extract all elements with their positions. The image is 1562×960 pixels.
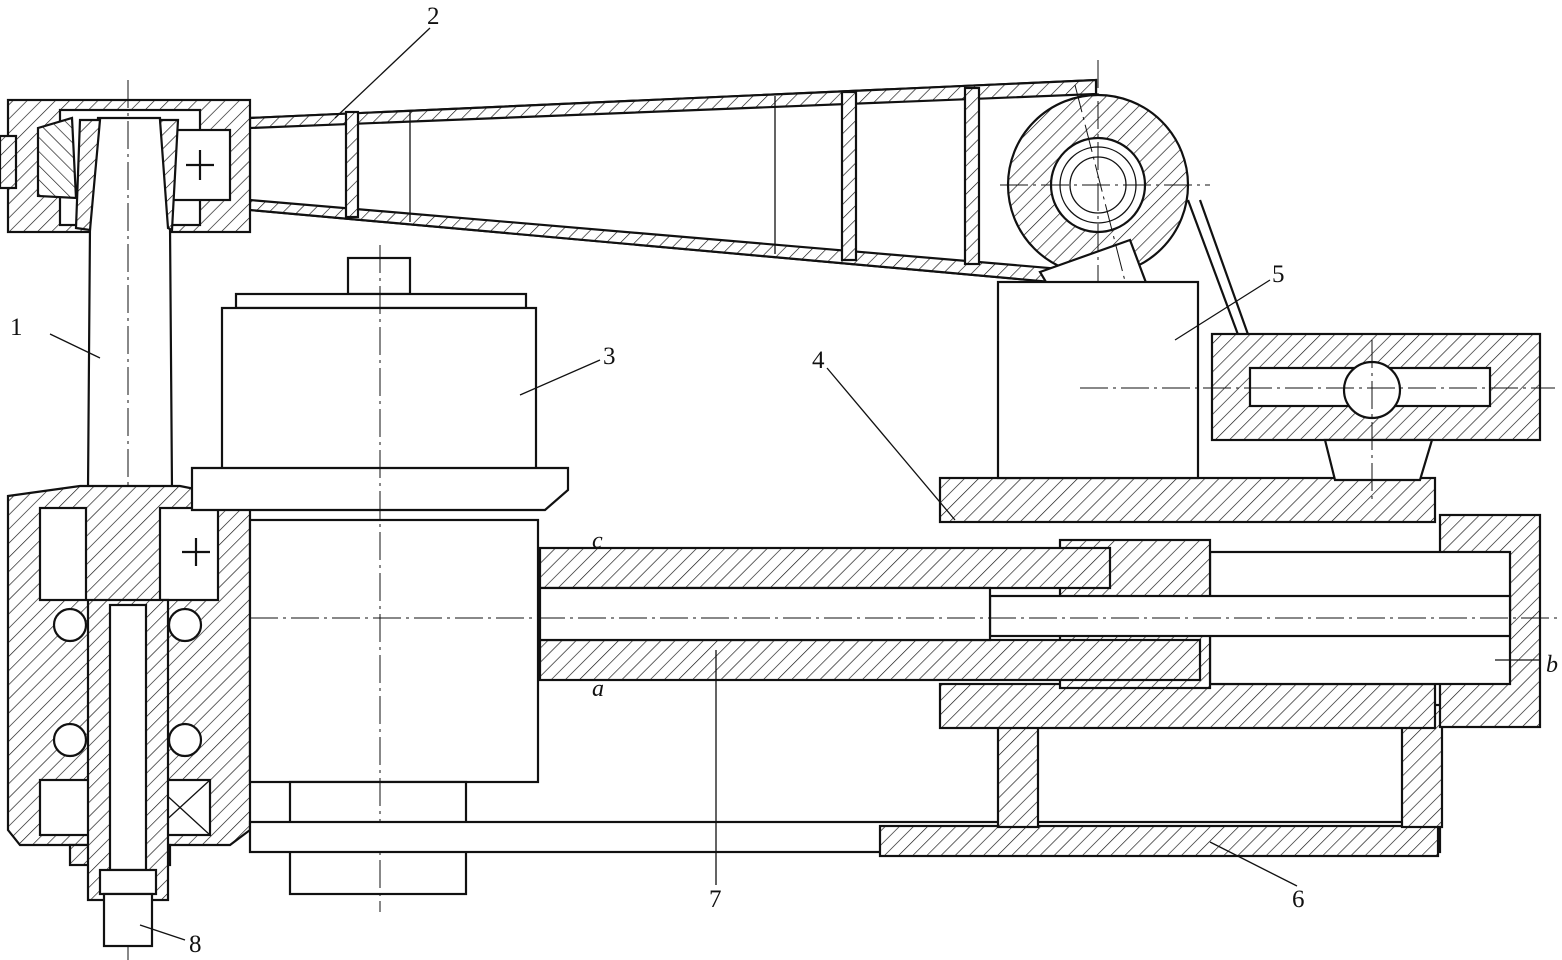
part-labels: 1 2 3 4 5 6 7 8 bbox=[10, 3, 1305, 958]
part-label-2: 2 bbox=[427, 3, 440, 30]
lower-bearing-housing bbox=[6, 484, 252, 948]
port-label-c: c bbox=[592, 528, 603, 554]
base-frame bbox=[248, 703, 1444, 858]
hydraulic-cylinder bbox=[250, 280, 1560, 730]
leader-lines bbox=[49, 27, 1298, 941]
port-labels: a b c bbox=[592, 528, 1558, 702]
part-label-5: 5 bbox=[1272, 261, 1285, 288]
small-cylinder bbox=[1080, 332, 1555, 500]
part-label-4: 4 bbox=[812, 347, 825, 374]
part-label-3: 3 bbox=[603, 343, 616, 370]
part-label-6: 6 bbox=[1292, 886, 1305, 913]
part-label-7: 7 bbox=[709, 886, 722, 913]
port-label-a: a bbox=[592, 676, 604, 702]
part-label-8: 8 bbox=[189, 931, 202, 958]
port-label-b: b bbox=[1546, 652, 1558, 678]
part-label-1: 1 bbox=[10, 314, 23, 341]
